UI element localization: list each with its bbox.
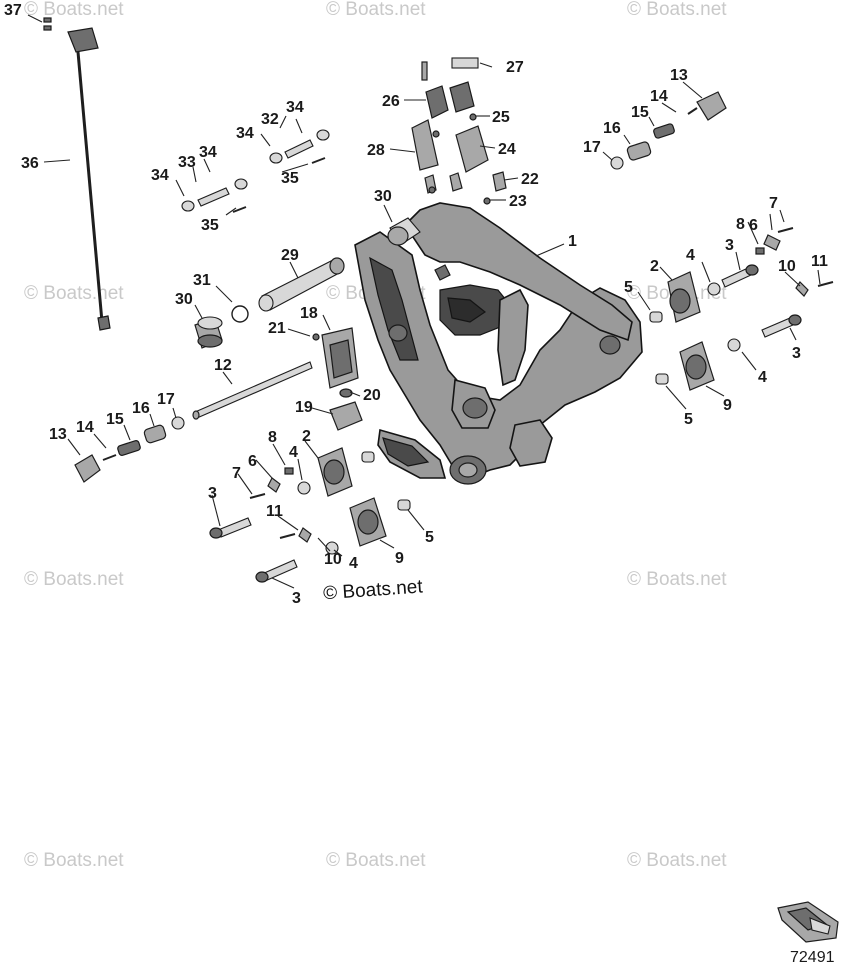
callout-34-c: 34	[286, 99, 304, 116]
callout-3-right-lower: 3	[792, 345, 801, 362]
callout-31: 31	[193, 272, 211, 289]
callout-35-upper: 35	[281, 170, 299, 187]
callout-33: 33	[178, 154, 196, 171]
callout-16-right: 16	[603, 120, 621, 137]
figure-thumbnail	[777, 901, 839, 943]
callout-10-left: 10	[324, 551, 342, 568]
callout-7-left: 7	[232, 465, 241, 482]
left-spring-assembly	[74, 416, 185, 483]
tilt-tube-part	[258, 257, 345, 312]
swivel-bracket-part	[354, 202, 643, 485]
callout-8-right: 8	[736, 216, 745, 233]
callout-21: 21	[268, 320, 286, 337]
callout-27: 27	[506, 59, 524, 76]
left-lower-mount	[255, 497, 411, 583]
callout-11-left: 11	[266, 503, 283, 520]
pin-assembly-lower	[181, 178, 248, 213]
callout-30-lower: 30	[175, 291, 193, 308]
callout-17-left: 17	[157, 391, 175, 408]
watermark: © Boats.net	[326, 0, 426, 20]
callout-8-left: 8	[268, 429, 277, 446]
callout-4-right-lower: 4	[758, 369, 767, 386]
callout-16-left: 16	[132, 400, 150, 417]
callout-1: 1	[568, 233, 577, 250]
copyright-mark: © Boats.net	[323, 576, 424, 604]
tilt-shaft-part	[192, 361, 313, 420]
callout-3-right-upper: 3	[725, 237, 734, 254]
callout-4-right-upper: 4	[686, 247, 695, 264]
watermarks: © Boats.net © Boats.net © Boats.net © Bo…	[24, 0, 727, 871]
callout-9-right: 9	[723, 397, 732, 414]
watermark: © Boats.net	[24, 0, 124, 20]
callout-5-right-lower: 5	[684, 411, 693, 428]
callout-34-b: 34	[151, 167, 169, 184]
callout-32: 32	[261, 111, 279, 128]
callout-2-left: 2	[302, 428, 311, 445]
callout-28: 28	[367, 142, 385, 159]
callout-15-left: 15	[106, 411, 124, 428]
callout-12: 12	[214, 357, 232, 374]
callout-13-left: 13	[49, 426, 67, 443]
callout-23: 23	[509, 193, 527, 210]
right-lower-mount	[655, 314, 802, 391]
watermark: © Boats.net	[24, 283, 124, 304]
watermark: © Boats.net	[627, 850, 727, 871]
callout-6-right: 6	[749, 217, 758, 234]
callout-37: 37	[4, 2, 22, 19]
callout-5-right-upper: 5	[624, 279, 633, 296]
o-ring-part	[231, 305, 249, 323]
callout-5-left: 5	[425, 529, 434, 546]
callout-3-left-lower: 3	[292, 590, 301, 607]
watermark: © Boats.net	[24, 569, 124, 590]
callout-2-right: 2	[650, 258, 659, 275]
watermark: © Boats.net	[627, 569, 727, 590]
callout-11-right: 11	[811, 253, 828, 270]
callout-3-left-upper: 3	[208, 485, 217, 502]
watermark: © Boats.net	[627, 0, 727, 20]
figure-number: 72491	[790, 949, 835, 966]
callout-34-d: 34	[236, 125, 254, 142]
tilt-lock-plate-part	[312, 327, 363, 431]
callout-4-left-lower: 4	[349, 555, 358, 572]
callout-7-right: 7	[769, 195, 778, 212]
watermark: © Boats.net	[24, 850, 124, 871]
pin-assembly-upper	[269, 129, 330, 164]
upper-block-assembly	[411, 57, 507, 205]
callout-4-left-upper: 4	[289, 444, 298, 461]
callout-20: 20	[363, 387, 381, 404]
callout-13-right: 13	[670, 67, 688, 84]
callout-10-right: 10	[778, 258, 796, 275]
callout-30-upper: 30	[374, 188, 392, 205]
callout-15-right: 15	[631, 104, 649, 121]
callout-34-a: 34	[199, 144, 217, 161]
callout-9-left: 9	[395, 550, 404, 567]
callout-22: 22	[521, 171, 539, 188]
callout-17-right: 17	[583, 139, 601, 156]
callout-24: 24	[498, 141, 516, 158]
right-upper-mount	[649, 227, 834, 323]
leader-lines	[27, 14, 821, 589]
callout-labels: 37 36 1 27 26 25 28 24 22 23 30 29 31 30…	[4, 2, 828, 607]
trim-sender-rod-part	[43, 17, 111, 331]
tube-bushing-part	[194, 316, 223, 349]
callout-6-left: 6	[248, 453, 257, 470]
callout-25: 25	[492, 109, 510, 126]
callout-29: 29	[281, 247, 299, 264]
callout-26: 26	[382, 93, 400, 110]
callout-14-right: 14	[650, 88, 668, 105]
watermark: © Boats.net	[326, 850, 426, 871]
right-spring-assembly	[610, 91, 727, 170]
upper-bushing-part	[387, 217, 421, 246]
callout-18: 18	[300, 305, 318, 322]
left-upper-mount	[209, 447, 375, 539]
callout-14-left: 14	[76, 419, 94, 436]
callout-36: 36	[21, 155, 39, 172]
callout-35-lower: 35	[201, 217, 219, 234]
callout-19: 19	[295, 399, 313, 416]
